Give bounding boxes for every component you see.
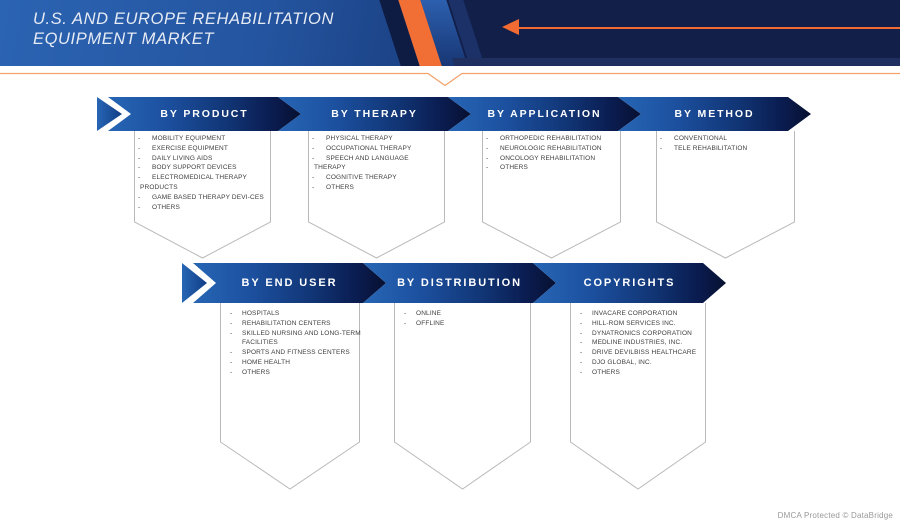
segment-banner-by-application: BY APPLICATION — [448, 97, 641, 131]
segment-banner-by-end-user: BY END USER — [193, 263, 386, 303]
segment-banner-by-therapy: BY THERAPY — [278, 97, 471, 131]
segment-list-copyrights: INVACARE CORPORATIONHILL-ROM SERVICES IN… — [570, 309, 728, 378]
segment-banner-by-product: BY PRODUCT — [108, 97, 301, 131]
pentagon-by-product — [134, 131, 271, 259]
segment-list-by-product: MOBILITY EQUIPMENTEXERCISE EQUIPMENTDAIL… — [134, 134, 266, 212]
list-item: OTHERS — [138, 203, 266, 213]
dmca-watermark: DMCA Protected © DataBridge — [777, 511, 893, 520]
list-item: OCCUPATIONAL THERAPY — [312, 144, 440, 154]
segment-label: BY APPLICATION — [487, 108, 602, 120]
list-item: NEUROLOGIC REHABILITATION — [486, 144, 620, 154]
list-item: MEDLINE INDUSTRIES, INC. — [580, 338, 728, 348]
list-item: HILL-ROM SERVICES INC. — [580, 319, 728, 329]
pentagon-by-therapy — [308, 131, 445, 259]
list-item: DAILY LIVING AIDS — [138, 154, 266, 164]
segment-list-by-method: CONVENTIONALTELE REHABILITATION — [656, 134, 794, 154]
segment-label: BY DISTRIBUTION — [397, 277, 522, 289]
list-item: DJO GLOBAL, INC. — [580, 358, 728, 368]
page-title-line1: U.S. AND EUROPE REHABILITATION — [33, 10, 334, 28]
pentagon-by-application — [482, 131, 621, 259]
list-item: OFFLINE — [404, 319, 546, 329]
segment-label: BY THERAPY — [331, 108, 418, 120]
list-item: HOME HEALTH — [230, 358, 378, 368]
list-item: ELECTROMEDICAL THERAPY PRODUCTS — [138, 173, 266, 193]
segment-list-by-therapy: PHYSICAL THERAPYOCCUPATIONAL THERAPYSPEE… — [308, 134, 440, 193]
list-item: SKILLED NURSING AND LONG-TERM FACILITIES — [230, 329, 378, 349]
list-item: ORTHOPEDIC REHABILITATION — [486, 134, 620, 144]
segment-list-by-distribution: ONLINEOFFLINE — [394, 309, 546, 329]
segment-list-by-end-user: HOSPITALSREHABILITATION CENTERSSKILLED N… — [220, 309, 378, 378]
list-item: HOSPITALS — [230, 309, 378, 319]
pentagon-by-method — [656, 131, 795, 259]
list-item: OTHERS — [580, 368, 728, 378]
list-item: SPORTS AND FITNESS CENTERS — [230, 348, 378, 358]
list-item: COGNITIVE THERAPY — [312, 173, 440, 183]
list-item: CONVENTIONAL — [660, 134, 794, 144]
list-item: MOBILITY EQUIPMENT — [138, 134, 266, 144]
list-item: BODY SUPPORT DEVICES — [138, 163, 266, 173]
segment-label: BY END USER — [241, 277, 338, 289]
list-item: EXERCISE EQUIPMENT — [138, 144, 266, 154]
page-title: U.S. AND EUROPE REHABILITATION EQUIPMENT… — [33, 9, 334, 49]
page-title-line2: EQUIPMENT MARKET — [33, 30, 215, 48]
header-arrow-line — [518, 27, 900, 29]
list-item: INVACARE CORPORATION — [580, 309, 728, 319]
list-item: OTHERS — [230, 368, 378, 378]
divider-chevron-line — [0, 72, 900, 87]
header-banner: U.S. AND EUROPE REHABILITATION EQUIPMENT… — [0, 0, 900, 66]
list-item: ONLINE — [404, 309, 546, 319]
list-item: GAME BASED THERAPY DEVI-CES — [138, 193, 266, 203]
pentagon-by-distribution — [394, 303, 531, 490]
pentagon-copyrights — [570, 303, 706, 490]
list-item: DYNATRONICS CORPORATION — [580, 329, 728, 339]
list-item: PHYSICAL THERAPY — [312, 134, 440, 144]
pentagon-by-end-user — [220, 303, 360, 490]
segment-list-by-application: ORTHOPEDIC REHABILITATIONNEUROLOGIC REHA… — [482, 134, 620, 173]
list-item: OTHERS — [486, 163, 620, 173]
segment-label: BY PRODUCT — [160, 108, 249, 120]
segment-banner-copyrights: COPYRIGHTS — [533, 263, 726, 303]
segment-banner-by-method: BY METHOD — [618, 97, 811, 131]
list-item: REHABILITATION CENTERS — [230, 319, 378, 329]
left-arrow-icon — [502, 19, 519, 35]
segment-label: COPYRIGHTS — [583, 277, 676, 289]
segment-label: BY METHOD — [674, 108, 755, 120]
list-item: TELE REHABILITATION — [660, 144, 794, 154]
segment-banner-by-distribution: BY DISTRIBUTION — [363, 263, 556, 303]
list-item: SPEECH AND LANGUAGE THERAPY — [312, 154, 440, 174]
list-item: DRIVE DEVILBISS HEALTHCARE — [580, 348, 728, 358]
list-item: ONCOLOGY REHABILITATION — [486, 154, 620, 164]
list-item: OTHERS — [312, 183, 440, 193]
